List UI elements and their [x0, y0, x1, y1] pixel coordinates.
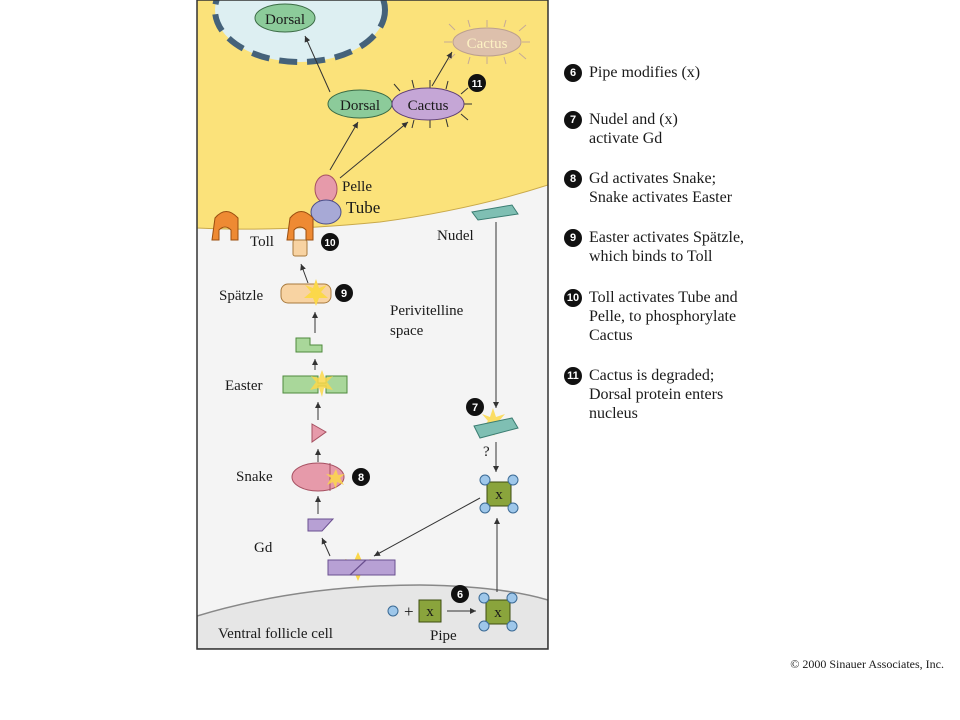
x-upper-label: x [495, 487, 503, 503]
svg-text:9: 9 [341, 288, 347, 300]
x-complex-upper: x [479, 474, 519, 514]
gd-label: Gd [254, 540, 273, 556]
arrow-cactus-degraded [431, 51, 453, 87]
arrow-spatzle-to-toll [300, 263, 309, 284]
pipe-label: Pipe [430, 628, 457, 644]
step-8-number: 8 [564, 170, 582, 188]
nudel-activated [473, 417, 519, 439]
dorsal-complex-label: Dorsal [340, 98, 380, 114]
tube [310, 199, 342, 225]
marker-7: 7 [466, 398, 484, 416]
snake-fragment [311, 423, 327, 443]
svg-text:8: 8 [358, 472, 364, 484]
step-7-text: Nudel and (x) activate Gd [589, 111, 678, 147]
snake [291, 462, 345, 492]
question-mark: ? [483, 444, 490, 460]
plus-sign: + [404, 602, 414, 621]
gd [327, 559, 396, 576]
step-10-text: Toll activates Tube and Pelle, to phosph… [589, 289, 738, 344]
pelle-label: Pelle [342, 179, 372, 195]
arrow-dorsal-to-nucleus [304, 35, 331, 93]
step-9-number: 9 [564, 229, 582, 247]
arrow-gd-to-fragment [321, 537, 331, 557]
x-lower-label: x [494, 605, 502, 621]
step-6-text: Pipe modifies (x) [589, 64, 701, 81]
snake-label: Snake [236, 469, 273, 485]
arrow-tube-to-cactus [339, 121, 409, 179]
cactus-bound [391, 87, 465, 121]
step-11-text: Cactus is degraded; Dorsal protein enter… [589, 367, 724, 422]
easter-label: Easter [225, 378, 262, 394]
pelle [314, 174, 338, 204]
nudel-label: Nudel [437, 228, 474, 244]
dorsal-nuclear-label: Dorsal [265, 12, 305, 28]
cactus-complex-label: Cactus [408, 98, 449, 114]
cactus-degraded: Cactus [444, 19, 530, 65]
x-unmodified [418, 599, 442, 623]
perivitelline-label-2: space [390, 323, 424, 339]
copyright-notice: © 2000 Sinauer Associates, Inc. [790, 657, 944, 671]
nudel [471, 204, 519, 221]
cell-border [196, 0, 549, 650]
marker-11: 11 [468, 74, 486, 92]
cactus-degraded-label: Cactus [467, 36, 508, 52]
step-11-number: 11 [564, 367, 582, 385]
step-8-text: Gd activates Snake; Snake activates East… [589, 170, 733, 206]
marker-6: 6 [451, 585, 469, 603]
x-complex-lower: x [478, 592, 518, 632]
arrow-tube-to-dorsal [329, 121, 359, 171]
svg-text:7: 7 [472, 402, 478, 414]
svg-text:10: 10 [324, 238, 336, 249]
svg-text:11: 11 [472, 79, 483, 90]
sulfate-group [387, 605, 399, 617]
ventral-follicle-label: Ventral follicle cell [218, 626, 333, 642]
easter-fragment [295, 337, 323, 353]
easter-cleavage-star [310, 370, 333, 397]
perivitelline-label-1: Perivitelline [390, 303, 464, 319]
toll-label: Toll [250, 234, 274, 250]
svg-text:6: 6 [457, 589, 463, 601]
snake-cleavage-star [326, 469, 345, 489]
cactus-complex-spikes [393, 79, 472, 129]
tube-label: Tube [346, 198, 380, 217]
marker-8: 8 [352, 468, 370, 486]
nuclear-envelope [212, 0, 388, 65]
step-9-text: Easter activates Spätzle, which binds to… [589, 229, 745, 265]
gd-fragment [307, 518, 335, 532]
spatzle-label: Spätzle [219, 288, 263, 304]
step-6-number: 6 [564, 64, 582, 82]
dorsal-nuclear [254, 3, 316, 33]
spatzle-cleavage-star [304, 279, 328, 306]
step-7-number: 7 [564, 111, 582, 129]
arrow-x-activates-gd [373, 497, 481, 557]
step-10-number: 10 [564, 289, 582, 307]
spatzle-bound-toll [292, 239, 308, 257]
marker-9: 9 [335, 284, 353, 302]
x-unmodified-label: x [426, 604, 434, 620]
toll-receptor-left [211, 211, 239, 241]
marker-10: 10 [321, 233, 339, 251]
